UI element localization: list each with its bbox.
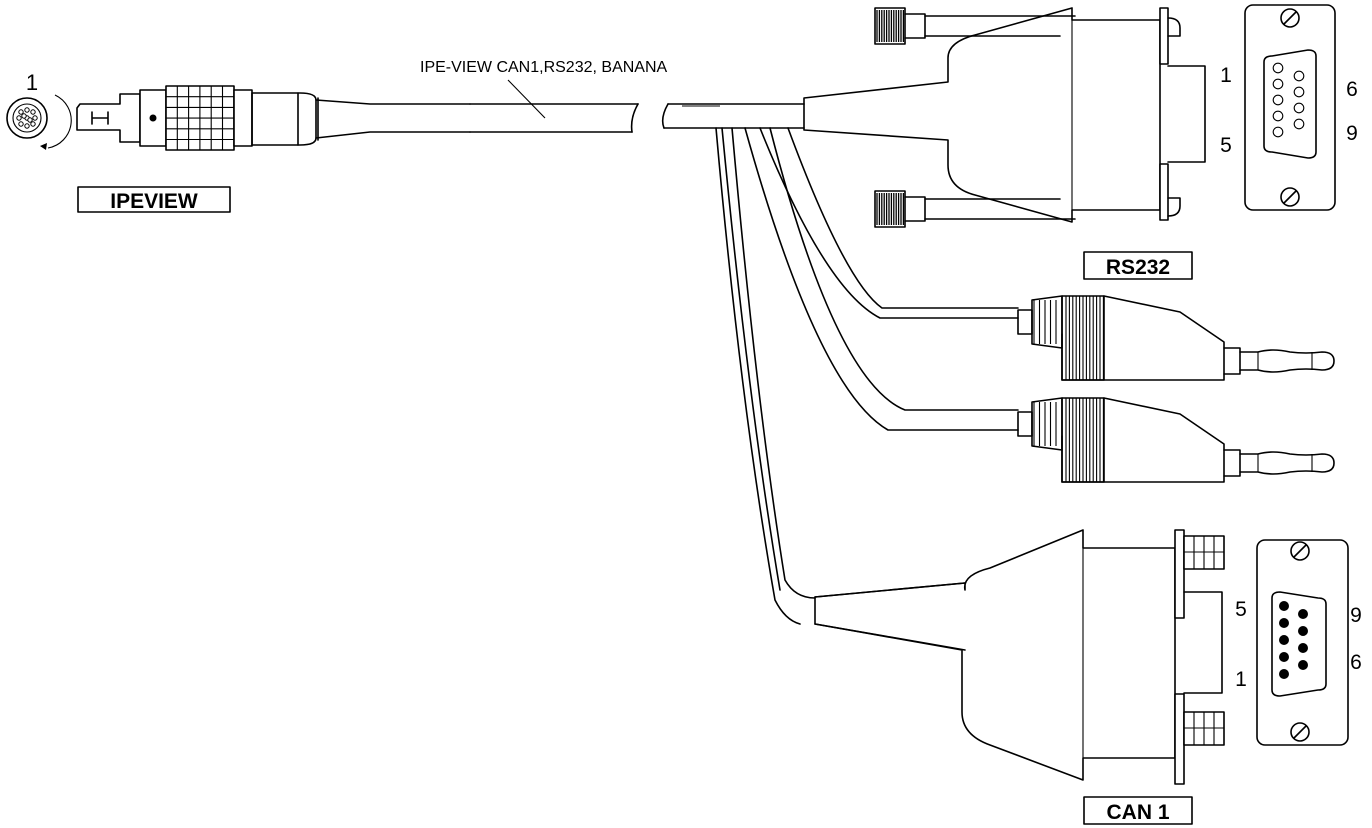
- ipeview-label: IPEVIEW: [110, 190, 198, 213]
- breakout-wires: [715, 127, 1019, 625]
- cable-label-leader: [507, 79, 546, 119]
- ipeview-pin-1-label: 1: [26, 70, 38, 95]
- ipeview-label-box: [77, 186, 231, 213]
- can1-pin-bottom-right: 6: [1350, 651, 1362, 674]
- rs232-pin-top-left: 1: [1220, 64, 1232, 87]
- rs232-pin-bottom-right: 9: [1346, 122, 1358, 145]
- rs232-connector: [803, 4, 1336, 228]
- can1-front-panel: [1256, 539, 1349, 746]
- cable-label: IPE-VIEW CAN1,RS232, BANANA: [420, 59, 668, 76]
- cable-breakout: [661, 103, 805, 129]
- can1-label: CAN 1: [1106, 801, 1169, 824]
- rs232-flange-top: [1159, 7, 1169, 65]
- banana-plug-2: [1017, 397, 1335, 483]
- rs232-thumb-screw-bottom: [874, 190, 1076, 228]
- can1-flange-bottom: [1174, 693, 1185, 785]
- can1-label-box: [1083, 796, 1193, 825]
- rs232-thumb-screw-top: [874, 7, 1076, 45]
- ipeview-connector: 1: [6, 70, 639, 151]
- rs232-front-panel: [1244, 4, 1336, 211]
- banana-plug-1: [1017, 295, 1335, 381]
- can1-pin-top-right: 9: [1350, 604, 1362, 627]
- ipeview-plug-body: [76, 85, 471, 151]
- ipeview-end-face: [6, 94, 72, 150]
- can1-locking-screws: [1183, 535, 1225, 746]
- rs232-pin-top-right: 6: [1346, 78, 1358, 101]
- can1-pin-bottom-left: 1: [1235, 668, 1247, 691]
- ipeview-cable-segment: [469, 103, 639, 133]
- rs232-flange-bottom: [1159, 163, 1169, 221]
- rs232-label-box: [1083, 251, 1193, 280]
- can1-flange-top: [1174, 529, 1185, 619]
- rs232-label: RS232: [1106, 256, 1170, 279]
- rs232-pin-bottom-left: 5: [1220, 134, 1232, 157]
- can1-pin-top-left: 5: [1235, 598, 1247, 621]
- can1-connector: [814, 529, 1349, 785]
